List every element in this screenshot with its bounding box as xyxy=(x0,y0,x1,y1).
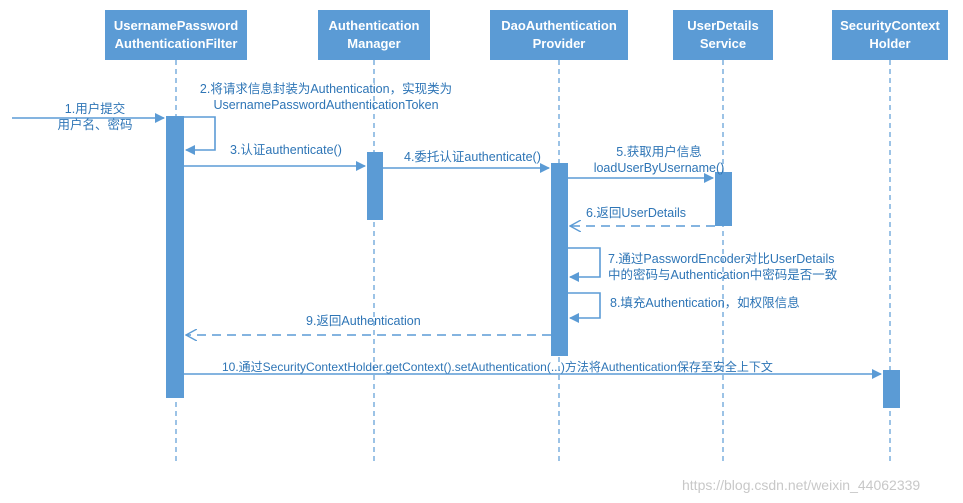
actor-username-password-filter: UsernamePassword AuthenticationFilter xyxy=(105,10,247,60)
message-7-arrow xyxy=(568,247,601,282)
message-5-label: 5.获取用户信息 loadUserByUsername() xyxy=(593,145,725,175)
actor-dao-authentication-provider: DaoAuthentication Provider xyxy=(490,10,628,60)
message-2-label: 2.将请求信息封装为Authentication，实现类为 UsernamePa… xyxy=(199,82,453,112)
activation-provider xyxy=(551,163,568,356)
activation-manager xyxy=(367,152,383,220)
actor-authentication-manager: Authentication Manager xyxy=(318,10,430,60)
message-8-arrow xyxy=(568,292,601,323)
message-7-label: 7.通过PasswordEncoder对比UserDetails 中的密码与Au… xyxy=(608,252,838,282)
message-2-arrow xyxy=(184,116,216,155)
message-3-label: 3.认证authenticate() xyxy=(230,143,342,157)
message-4-label: 4.委托认证authenticate() xyxy=(404,150,541,164)
actor-label: UsernamePassword AuthenticationFilter xyxy=(113,18,239,51)
actor-security-context-holder: SecurityContext Holder xyxy=(832,10,948,60)
actor-label: Authentication Manager xyxy=(328,18,420,51)
message-9-label: 9.返回Authentication xyxy=(306,314,421,328)
message-8-label: 8.填充Authentication，如权限信息 xyxy=(610,296,800,310)
message-10-label: 10.通过SecurityContextHolder.getContext().… xyxy=(222,360,773,374)
actor-label: UserDetails Service xyxy=(687,18,759,51)
actor-label: SecurityContext Holder xyxy=(840,18,940,51)
activation-userdetails xyxy=(715,172,732,226)
activation-filter xyxy=(166,116,184,398)
activation-context-holder xyxy=(883,370,900,408)
message-1-label: 1.用户提交 用户名、密码 xyxy=(57,102,133,132)
actor-label: DaoAuthentication Provider xyxy=(501,18,617,51)
message-6-label: 6.返回UserDetails xyxy=(586,206,687,220)
actor-user-details-service: UserDetails Service xyxy=(673,10,773,60)
watermark-text: https://blog.csdn.net/weixin_44062339 xyxy=(682,477,921,493)
